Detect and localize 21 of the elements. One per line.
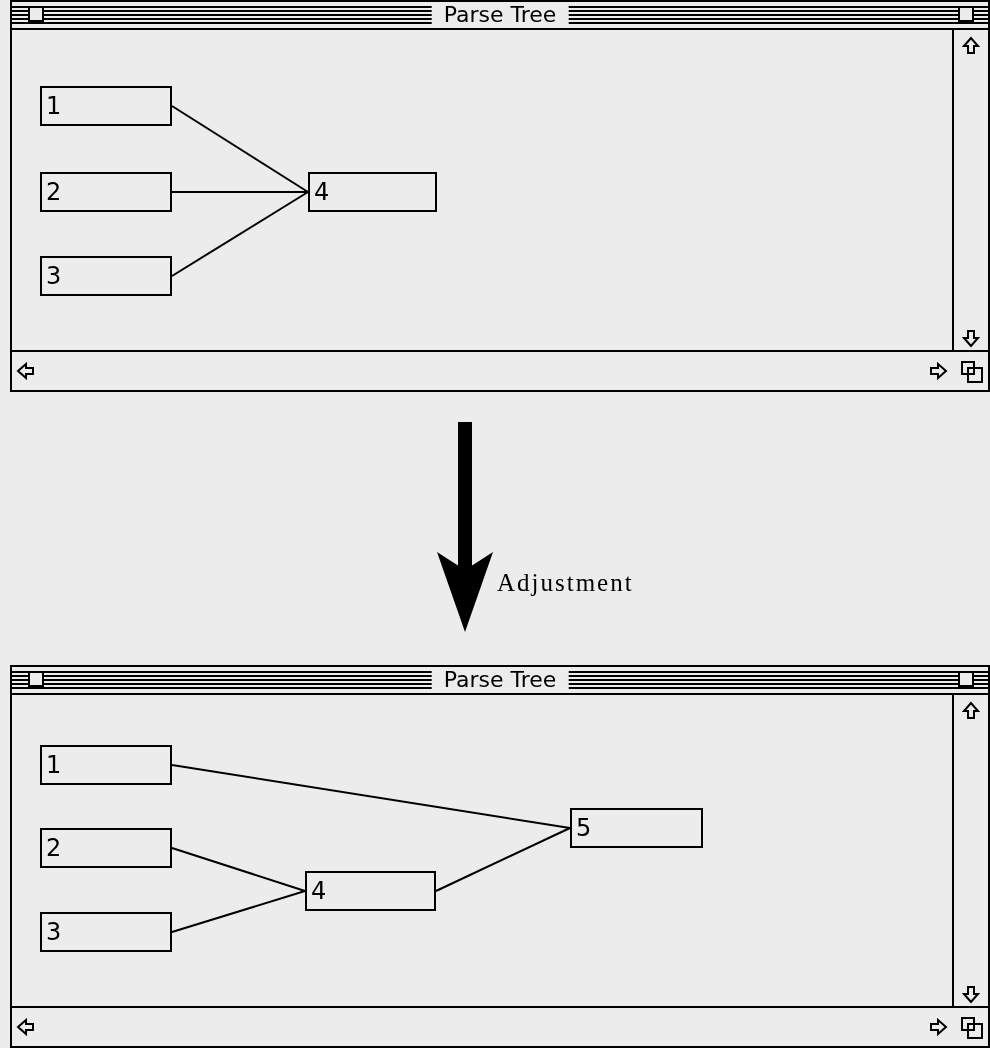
tree-node-box: 3: [40, 256, 172, 296]
tree-node-box: 1: [40, 745, 172, 785]
thick-arrow: [437, 422, 493, 632]
tree-node-box: 4: [308, 172, 437, 212]
tree-node-box: 1: [40, 86, 172, 126]
connector-line: [171, 191, 309, 277]
tree-node-box: 3: [40, 912, 172, 952]
connector-line: [171, 847, 306, 892]
connector-line: [435, 827, 571, 892]
tree-node-box: 5: [570, 808, 703, 848]
connector-line: [171, 890, 306, 933]
window: [10, 0, 990, 392]
connector-line: [171, 764, 571, 829]
window-title: Parse Tree: [431, 3, 569, 27]
window: [10, 665, 990, 1048]
connector-line: [171, 105, 309, 193]
tree-node-box: 4: [305, 871, 436, 911]
tree-node-box: 2: [40, 828, 172, 868]
window-title: Parse Tree: [431, 668, 569, 692]
tree-node-box: 2: [40, 172, 172, 212]
connector-line: [171, 191, 309, 193]
